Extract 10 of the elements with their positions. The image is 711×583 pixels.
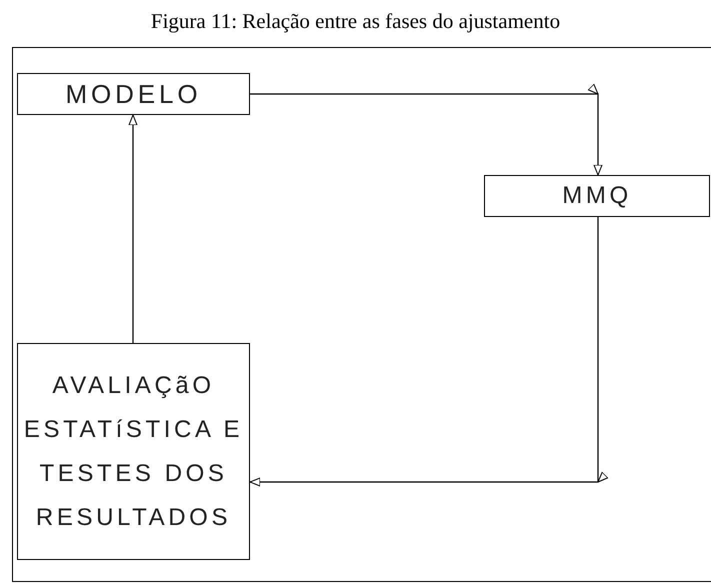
process-box (484, 175, 710, 217)
arrow (250, 84, 602, 175)
arrow (250, 217, 608, 486)
figure-title: Figura 11: Relação entre as fases do ajustamento (150, 8, 562, 35)
box-text: AVALIAÇãO ESTATíSTICA E TESTES DOS RESULTADOS (22, 370, 244, 532)
arrow (128, 114, 138, 343)
process-box (17, 343, 250, 560)
process-box (17, 73, 250, 115)
box-text: MMQ (561, 181, 633, 211)
box-text: MODELO (64, 78, 203, 110)
